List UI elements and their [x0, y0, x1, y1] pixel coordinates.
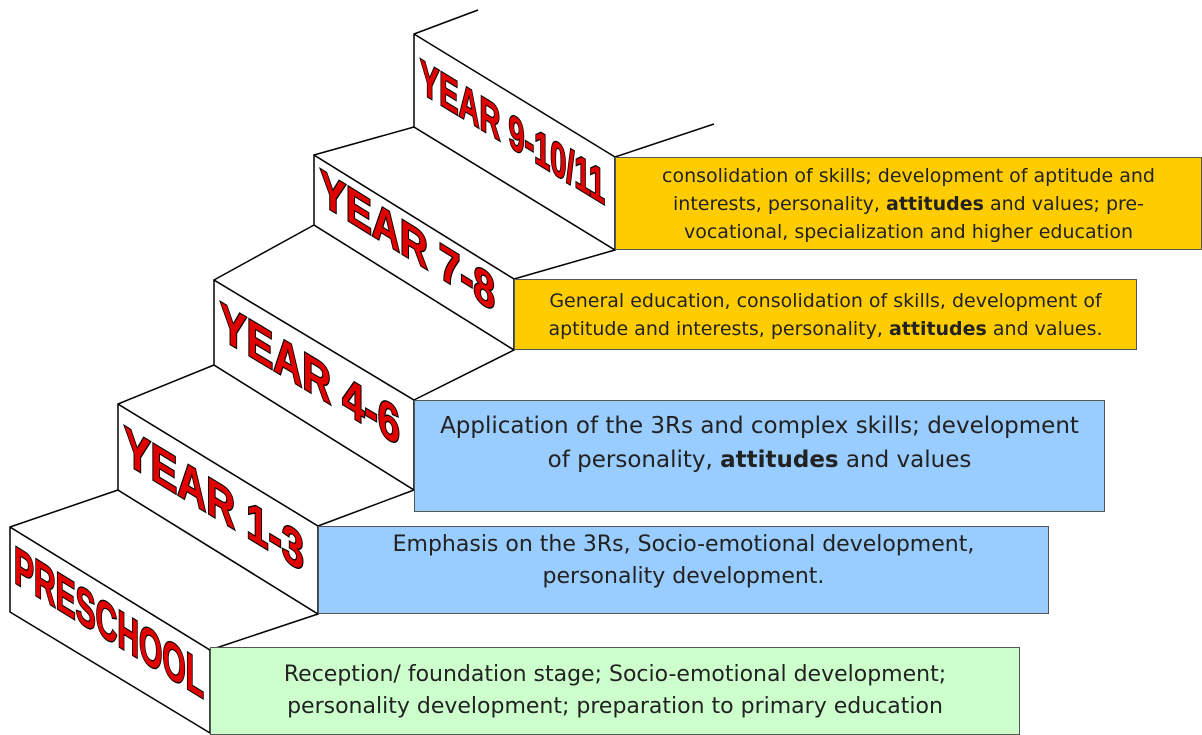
- description-text: of personality,: [547, 447, 721, 473]
- description-line: Reception/ foundation stage; Socio-emoti…: [283, 662, 947, 687]
- description-line: consolidation of skills; development of …: [662, 164, 1155, 187]
- description-line: General education, consolidation of skil…: [549, 289, 1102, 312]
- description-box-year-1-3: Emphasis on the 3Rs, Socio-emotional dev…: [318, 526, 1049, 614]
- description-emphasis: attitudes: [888, 317, 987, 340]
- description-emphasis: attitudes: [720, 447, 839, 473]
- description-line: personality development; preparation to …: [287, 694, 943, 719]
- description-line: Application of the 3Rs and complex skill…: [440, 413, 1079, 439]
- description-line: personality development.: [542, 564, 825, 589]
- description-text: and values; pre-: [983, 192, 1144, 215]
- description-text: aptitude and interests, personality,: [548, 317, 889, 340]
- description-box-preschool: Reception/ foundation stage; Socio-emoti…: [210, 647, 1020, 735]
- description-text: and values.: [986, 317, 1103, 340]
- landing-edge-right: [614, 123, 715, 158]
- description-line: Emphasis on the 3Rs, Socio-emotional dev…: [392, 532, 975, 557]
- description-line: vocational, specialization and higher ed…: [683, 220, 1133, 243]
- step-year911-riser: [413, 33, 616, 251]
- description-emphasis: attitudes: [886, 192, 984, 215]
- description-box-year-4-6: Application of the 3Rs and complex skill…: [414, 400, 1105, 512]
- description-box-year-9-10-11: consolidation of skills; development of …: [615, 157, 1202, 250]
- description-box-year-7-8: General education, consolidation of skil…: [514, 279, 1137, 350]
- description-text: and values: [838, 447, 972, 473]
- landing-edge-left: [413, 9, 479, 35]
- description-text: interests, personality,: [673, 192, 886, 215]
